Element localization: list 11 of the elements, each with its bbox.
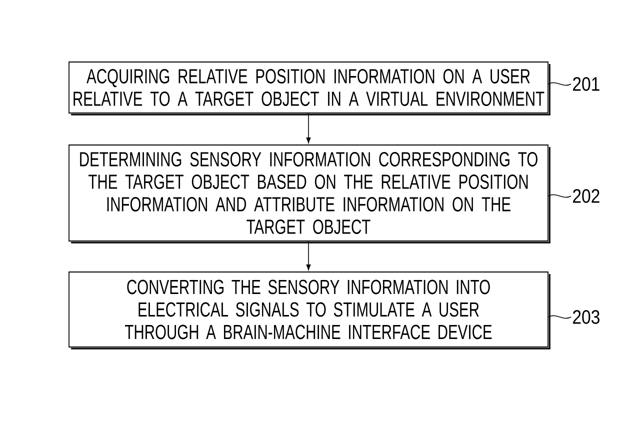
leader-line: [548, 194, 572, 198]
arrow: [306, 241, 311, 270]
reference-numeral: 202: [573, 189, 600, 203]
leader-line: [548, 315, 572, 319]
reference-numeral: 203: [573, 310, 600, 324]
process-box: DETERMINING SENSORY INFORMATION CORRESPONDING TO THE TARGET OBJECT BASED ON THE RELATIVE POSITION INFORMATION AND ATTRIBUTE INFORMATION ON THE TARGET OBJECT: [68, 144, 550, 244]
reference-numeral: 201: [573, 77, 600, 91]
process-box: CONVERTING THE SENSORY INFORMATION INTO ELECTRICAL SIGNALS TO STIMULATE A USER THROUGH A BRAIN-MACHINE INTERFACE DEVICE: [68, 272, 550, 350]
process-box: ACQUIRING RELATIVE POSITION INFORMATION ON A USER RELATIVE TO A TARGET OBJECT IN A VIRTUAL ENVIRONMENT: [68, 62, 550, 116]
leader-line: [548, 82, 572, 86]
arrow: [306, 113, 311, 144]
